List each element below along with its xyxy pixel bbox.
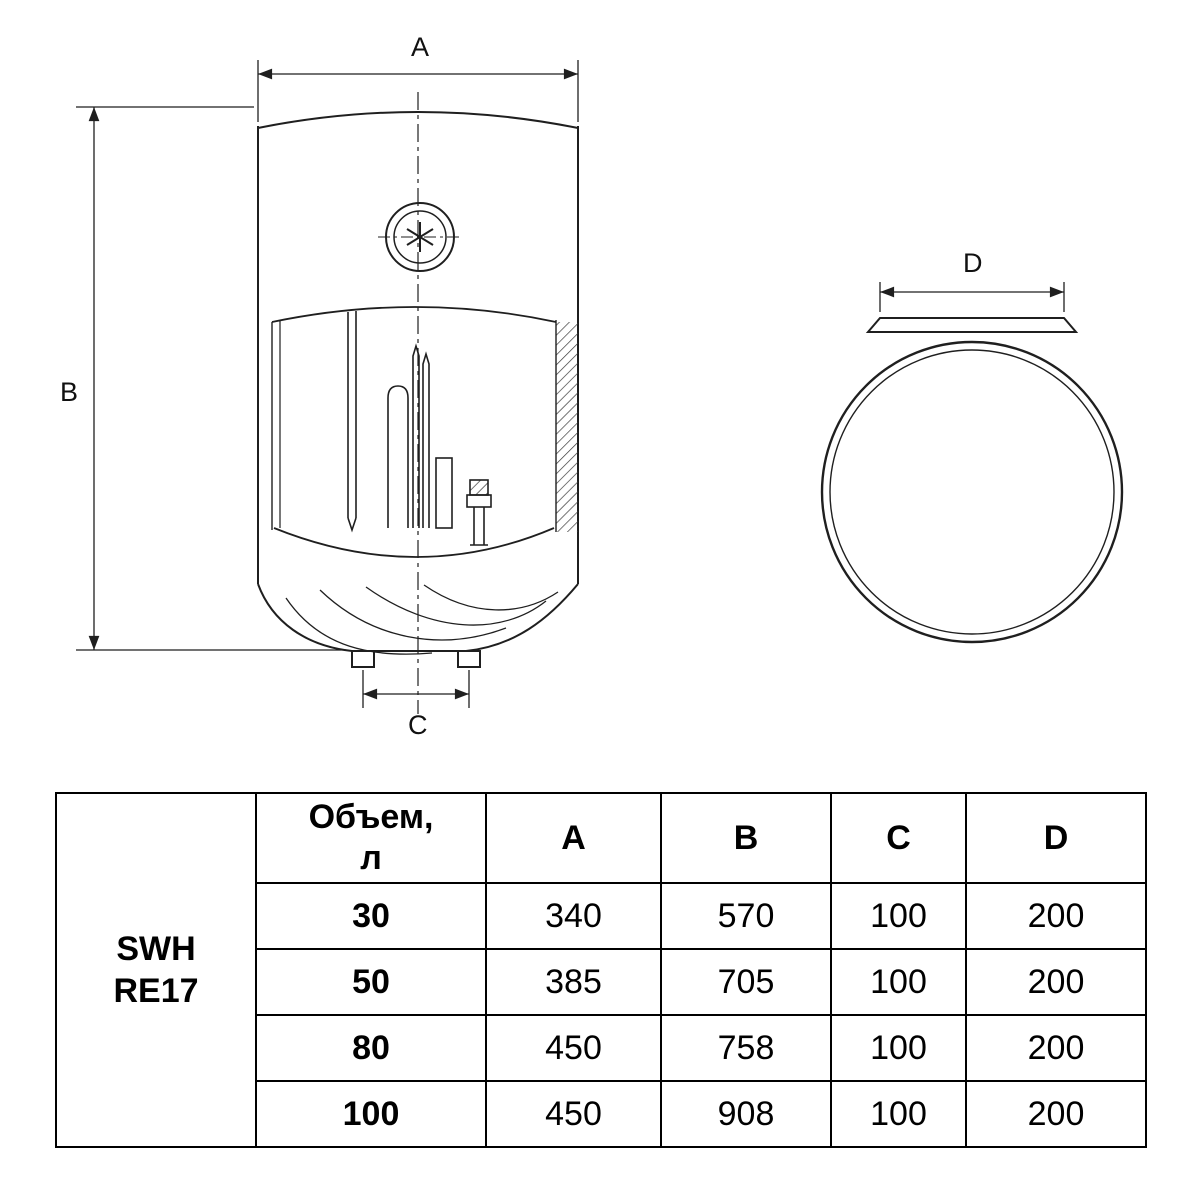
dim-label-d: D — [963, 248, 983, 278]
header-col-d: D — [965, 792, 1147, 884]
model-cell: SWH RE17 — [55, 792, 257, 1148]
dim-label-b: B — [60, 377, 78, 407]
header-col-c: C — [830, 792, 967, 884]
table-header-row: SWH RE17 Объем, л A B C D — [55, 792, 1147, 1148]
cell-b: 758 — [660, 1014, 832, 1082]
cell-c: 100 — [830, 948, 967, 1016]
cell-c: 100 — [830, 1080, 967, 1148]
technical-drawing: A B C D — [60, 32, 1124, 740]
insulation-hatch — [556, 322, 578, 532]
cell-c: 100 — [830, 1014, 967, 1082]
mounting-foot-right — [457, 650, 481, 668]
cell-d: 200 — [965, 1080, 1147, 1148]
dimension-c — [362, 670, 470, 708]
cell-volume: 100 — [255, 1080, 487, 1148]
dimension-d — [879, 282, 1065, 312]
cell-a: 450 — [485, 1080, 662, 1148]
cell-b: 705 — [660, 948, 832, 1016]
front-view-drawing — [257, 92, 579, 714]
dim-label-c: C — [408, 710, 428, 740]
mounting-foot-left — [351, 650, 375, 668]
header-volume: Объем, л — [255, 792, 487, 884]
cell-d: 200 — [965, 948, 1147, 1016]
dim-label-a: A — [411, 32, 429, 62]
table-row: 50 385 705 100 200 — [56, 948, 1147, 1016]
cell-c: 100 — [830, 882, 967, 950]
cell-b: 570 — [660, 882, 832, 950]
internal-components — [347, 311, 492, 546]
wall-bracket — [865, 317, 1079, 333]
table-row: 100 450 908 100 200 — [56, 1080, 1147, 1148]
bottom-cap-swirl — [285, 584, 559, 655]
cell-d: 200 — [965, 1014, 1147, 1082]
cell-d: 200 — [965, 882, 1147, 950]
dimension-a — [257, 60, 579, 122]
cell-volume: 50 — [255, 948, 487, 1016]
cell-b: 908 — [660, 1080, 832, 1148]
cell-a: 385 — [485, 948, 662, 1016]
table-row: 30 340 570 100 200 — [56, 882, 1147, 950]
header-col-b: B — [660, 792, 832, 884]
cell-a: 340 — [485, 882, 662, 950]
cell-volume: 80 — [255, 1014, 487, 1082]
cell-a: 450 — [485, 1014, 662, 1082]
dimensions-table: SWH RE17 Объем, л A B C D 30 340 570 100… — [55, 792, 1147, 1148]
table-row: 80 450 758 100 200 — [56, 1014, 1147, 1082]
cell-volume: 30 — [255, 882, 487, 950]
top-view-drawing — [820, 317, 1124, 644]
header-col-a: A — [485, 792, 662, 884]
dimension-b — [76, 106, 346, 651]
